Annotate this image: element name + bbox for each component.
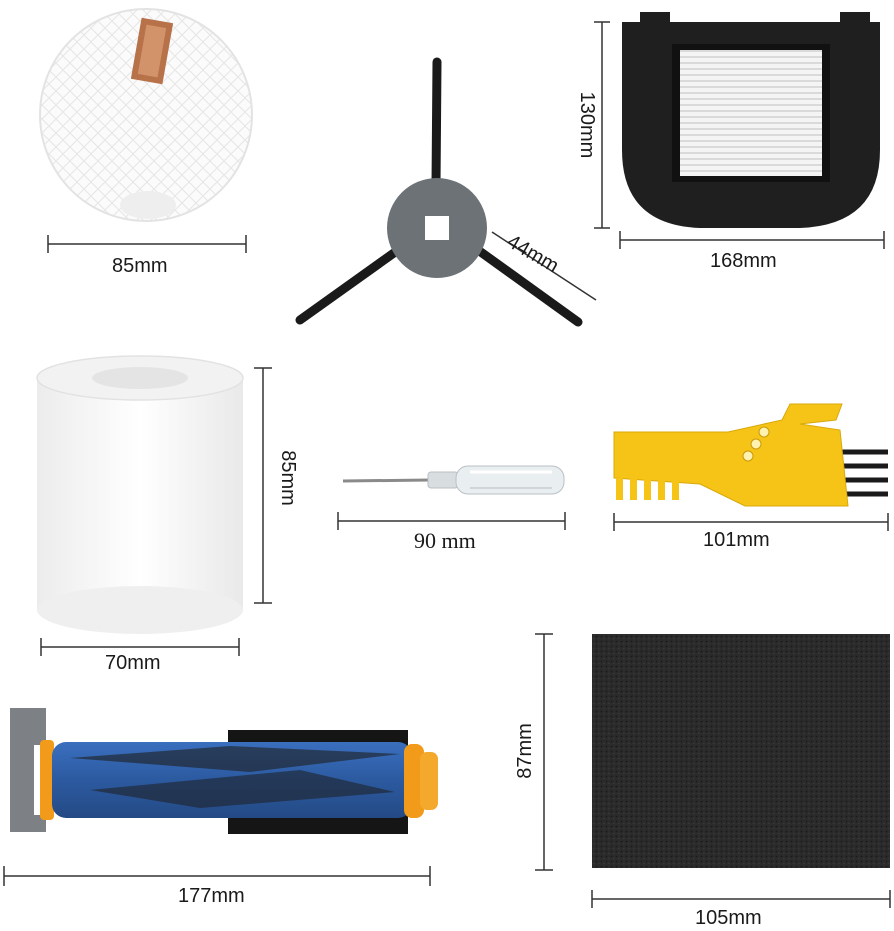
foam-cylinder-width-dimension-label: 70mm (105, 652, 161, 674)
screwdriver-dimension-label: 90 mm (414, 528, 476, 553)
round-filter-image (39, 8, 253, 222)
sponge-height-dimension-line (535, 633, 553, 871)
sponge-width-dimension-label: 105mm (695, 907, 762, 929)
roller-brush-dimension-label: 177mm (178, 885, 245, 907)
roller-brush-image (10, 708, 438, 834)
screwdriver-dimension-line (337, 512, 566, 530)
round-filter-dimension-line (47, 235, 247, 253)
roller-brush-dimension-line (3, 866, 431, 886)
hepa-filter-image (622, 12, 880, 228)
foam-cylinder-height-dimension-label: 85mm (277, 450, 299, 506)
round-filter-dimension-label: 85mm (112, 255, 168, 277)
cleaning-tool-image (613, 403, 888, 507)
hepa-height-dimension-line (594, 21, 610, 229)
sponge-image (592, 634, 890, 868)
foam-cylinder-width-dimension-line (40, 638, 240, 656)
screwdriver-image (342, 465, 565, 495)
hepa-width-dimension-label: 168mm (710, 250, 777, 272)
sponge-width-dimension-line (591, 890, 891, 908)
cleaning-tool-dimension-line (613, 513, 889, 531)
cleaning-tool-dimension-label: 101mm (703, 529, 770, 551)
foam-cylinder-image (36, 355, 244, 634)
hepa-height-dimension-label: 130mm (576, 91, 598, 159)
foam-cylinder-height-dimension-line (254, 367, 272, 604)
side-brush-image (295, 57, 583, 327)
sponge-height-dimension-label: 87mm (514, 723, 536, 779)
side-brush-dimension-line (491, 231, 597, 301)
hepa-width-dimension-line (619, 231, 885, 249)
